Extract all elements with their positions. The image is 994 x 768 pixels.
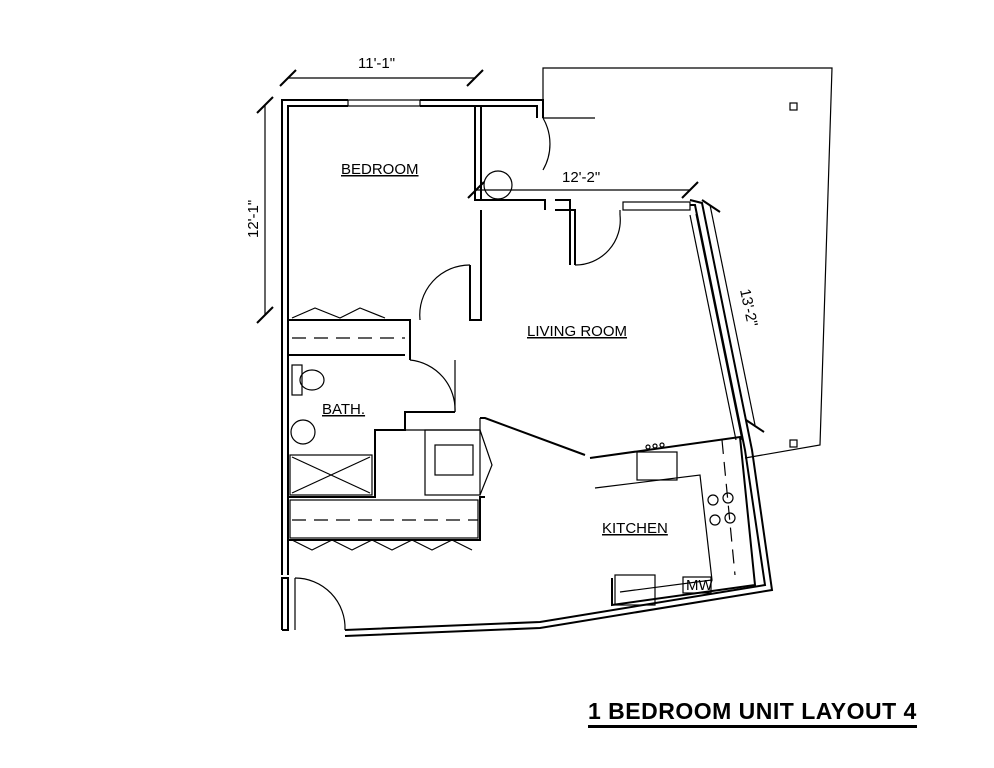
water-heater	[483, 170, 513, 200]
balcony-outline	[542, 67, 833, 459]
dimension-bedroom-depth: 12'-1"	[245, 200, 262, 238]
kitchen-cabinets: MW	[589, 435, 757, 607]
microwave-label: MW	[686, 577, 713, 594]
shower	[289, 454, 373, 496]
exterior-walls	[281, 99, 774, 637]
balcony-post	[789, 102, 798, 111]
dimension-living-width: 12'-2"	[562, 169, 600, 186]
microwave	[682, 576, 712, 594]
kitchen-sink	[636, 451, 678, 481]
balcony-post	[789, 439, 798, 448]
room-label-kitchen: KITCHEN	[602, 520, 668, 537]
laundry	[424, 429, 493, 496]
closet-doors	[289, 307, 479, 551]
doors	[294, 117, 621, 631]
room-label-living-room: LIVING ROOM	[527, 323, 627, 340]
room-label-bedroom: BEDROOM	[341, 161, 419, 178]
room-label-bath: BATH.	[322, 401, 365, 418]
cooktop	[707, 492, 736, 526]
interior-walls	[288, 106, 586, 541]
sink	[290, 419, 316, 445]
toilet	[291, 364, 303, 396]
dimension-lines	[256, 69, 765, 433]
plan-title: 1 BEDROOM UNIT LAYOUT 4	[588, 698, 917, 728]
bath-fixtures	[289, 364, 373, 496]
dimension-bedroom-width: 11'-1"	[358, 55, 395, 72]
dimension-living-depth: 13'-2"	[736, 287, 761, 328]
